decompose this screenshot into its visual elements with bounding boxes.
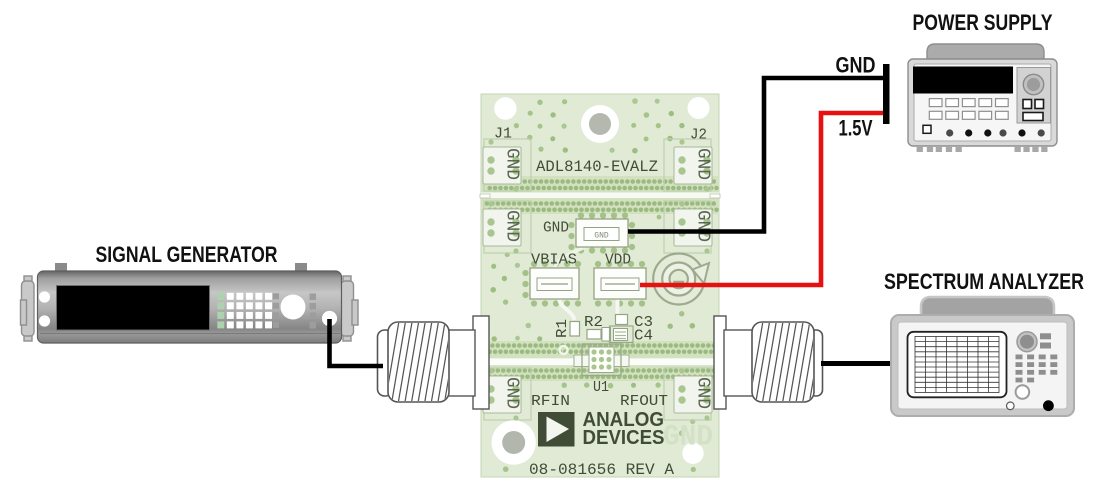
svg-text:RFIN: RFIN	[531, 393, 570, 410]
svg-text:RFOUT: RFOUT	[620, 393, 668, 410]
svg-text:C4: C4	[634, 328, 653, 345]
svg-text:GND: GND	[663, 421, 713, 455]
svg-text:1.5V: 1.5V	[839, 116, 873, 141]
svg-text:GND: GND	[502, 377, 522, 409]
svg-text:GND: GND	[693, 210, 713, 242]
svg-text:U1: U1	[593, 379, 609, 396]
svg-text:J1: J1	[494, 126, 512, 143]
svg-text:VBIAS: VBIAS	[531, 252, 577, 269]
svg-text:GND: GND	[693, 377, 713, 409]
svg-text:VDD: VDD	[605, 252, 631, 269]
svg-text:GND: GND	[594, 232, 609, 241]
svg-text:C3: C3	[634, 314, 653, 331]
svg-text:GND: GND	[836, 53, 876, 78]
svg-text:POWER SUPPLY: POWER SUPPLY	[913, 10, 1053, 35]
svg-text:SPECTRUM ANALYZER: SPECTRUM ANALYZER	[884, 269, 1084, 294]
svg-text:J2: J2	[690, 127, 707, 144]
svg-text:GND: GND	[502, 210, 522, 242]
svg-text:SIGNAL GENERATOR: SIGNAL GENERATOR	[96, 242, 278, 267]
svg-text:ANALOG: ANALOG	[583, 409, 665, 431]
svg-text:R2: R2	[584, 314, 603, 331]
svg-text:DEVICES: DEVICES	[583, 427, 665, 449]
svg-text:ADL8140-EVALZ: ADL8140-EVALZ	[536, 158, 658, 176]
svg-text:R1: R1	[554, 319, 571, 338]
svg-text:GND: GND	[543, 220, 569, 237]
svg-text:GND: GND	[693, 148, 713, 180]
svg-text:08-081656 REV A: 08-081656 REV A	[529, 461, 674, 479]
svg-text:GND: GND	[502, 148, 522, 180]
